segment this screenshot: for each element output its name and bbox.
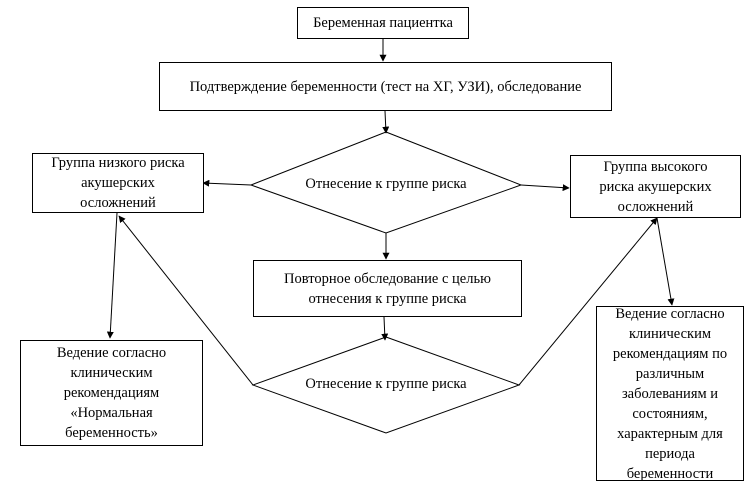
node-confirmation: Подтверждение беременности (тест на ХГ, …: [159, 62, 612, 111]
node-management-normal: Ведение согласно клиническим рекомендаци…: [20, 340, 203, 446]
node-high-risk: Группа высокого риска акушерских осложне…: [570, 155, 741, 218]
arrow-decision2-to-high-risk: [518, 217, 658, 386]
arrow-low-risk-to-management: [106, 212, 118, 339]
decision-label-1: Отнесение к группе риска: [305, 176, 467, 192]
decision-diamond-2: [251, 336, 521, 434]
arrow-confirmation-to-decision1: [382, 110, 390, 134]
arrow-decision1-to-low-risk: [202, 179, 252, 187]
arrow-reexamination-to-decision2: [381, 316, 389, 341]
arrow-decision2-to-low-risk: [118, 215, 254, 386]
decision-label-2: Отнесение к группе риска: [305, 376, 467, 392]
node-management-diseases: Ведение согласно клиническим рекомендаци…: [596, 306, 744, 482]
node-reexamination: Повторное обследование с целью отнесения…: [253, 260, 522, 317]
node-patient: Беременная пациентка: [297, 7, 469, 39]
node-low-risk: Группа низкого риска акушерских осложнен…: [32, 153, 204, 213]
arrow-decision1-to-high-risk: [520, 184, 570, 192]
arrow-high-risk-to-management: [656, 217, 675, 306]
